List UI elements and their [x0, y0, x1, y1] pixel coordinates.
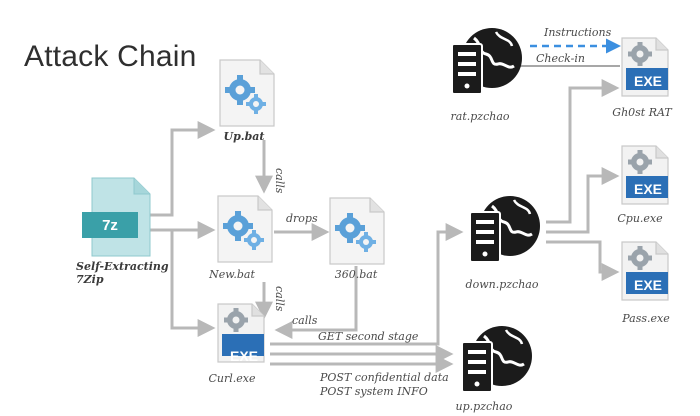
arrow-down-to-pass [546, 240, 620, 281]
page-title: Attack Chain [24, 40, 197, 73]
sfx-label-line2: 7Zip [76, 273, 104, 286]
new-bat-label: New.bat [208, 268, 255, 281]
curl-exe-label: Curl.exe [209, 372, 256, 385]
curl-exe-badge: EXE [230, 348, 258, 364]
server-globe-icon [450, 26, 524, 96]
arrow-down-to-cpu [546, 167, 620, 234]
cpu-exe-badge: EXE [634, 181, 662, 197]
batch-file-icon [219, 59, 275, 127]
7z-badge: 7z [102, 217, 118, 234]
arrow-360bat-to-curl [274, 266, 358, 339]
edge-label-calls-upbat: calls [273, 168, 286, 194]
down-pzchao-label: down.pzchao [466, 278, 539, 291]
server-globe-icon [460, 324, 534, 394]
batch-file-icon [217, 195, 273, 263]
edge-label-get-second-stage: GET second stage [318, 330, 419, 343]
pass-exe-node: EXE Pass.exe [621, 241, 670, 325]
down-pzchao-server: down.pzchao [466, 194, 542, 291]
gh0st-rat-node: EXE Gh0st RAT [612, 37, 673, 119]
arrow-get-second-stage [270, 223, 464, 346]
rat-pzchao-server: rat.pzchao [450, 26, 524, 123]
edge-label-post-confidential: POST confidential data [319, 371, 449, 384]
cpu-exe-label: Cpu.exe [617, 212, 663, 225]
pass-exe-label: Pass.exe [621, 312, 670, 325]
rat-pzchao-label: rat.pzchao [451, 110, 510, 123]
edge-label-drops: drops [286, 212, 318, 225]
gh0st-rat-label: Gh0st RAT [612, 106, 673, 119]
pass-exe-badge: EXE [634, 277, 662, 293]
batch-file-icon [329, 197, 385, 265]
edge-label-check-in: Check-in [536, 52, 585, 65]
360-bat-node: 360.bat [329, 197, 385, 281]
arrow-sfx-to-upbat [148, 121, 216, 217]
arrow-down-to-gh0st [546, 79, 620, 224]
edge-label-calls-newbat: calls [273, 286, 286, 312]
arrow-group [148, 79, 620, 373]
curl-exe-node: EXE Curl.exe [209, 303, 265, 385]
new-bat-node: New.bat [208, 195, 273, 281]
server-globe-icon [468, 194, 542, 264]
up-bat-node: Up.bat [219, 59, 275, 143]
up-pzchao-label: up.pzchao [456, 400, 513, 413]
edge-label-instructions: Instructions [543, 26, 612, 39]
up-pzchao-server: up.pzchao [456, 324, 534, 413]
sfx-label-line1: Self-Extracting [76, 260, 169, 273]
cpu-exe-node: EXE Cpu.exe [617, 145, 669, 225]
gh0st-exe-badge: EXE [634, 73, 662, 89]
360-bat-label: 360.bat [335, 268, 378, 281]
arrow-sfx-to-curl [170, 230, 216, 337]
edge-label-calls-360bat: calls [292, 314, 318, 327]
up-bat-label: Up.bat [223, 130, 264, 143]
self-extracting-7zip-node: 7z Self-Extracting 7Zip [76, 177, 169, 286]
7zip-archive-icon [82, 177, 151, 257]
edge-label-post-system: POST system INFO [319, 385, 428, 398]
